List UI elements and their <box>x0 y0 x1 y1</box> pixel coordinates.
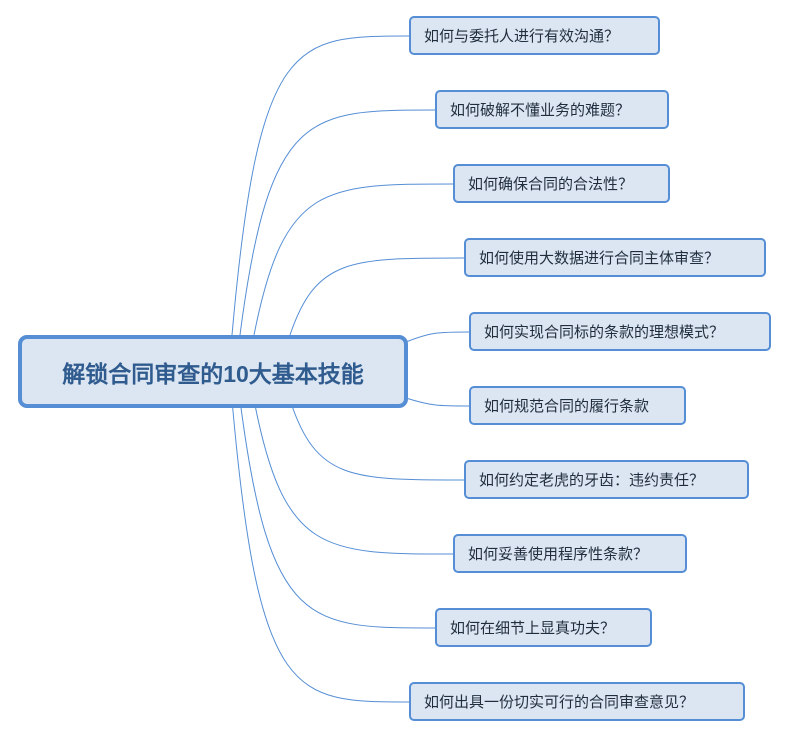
branch-topic-5[interactable]: 如何实现合同标的条款的理想模式？ <box>469 312 771 351</box>
branch-topic-1[interactable]: 如何与委托人进行有效沟通？ <box>409 16 660 55</box>
connector-line-6 <box>405 397 470 407</box>
connector-line-5 <box>405 331 470 343</box>
connector-line-8 <box>253 399 454 555</box>
connector-line-1 <box>231 35 410 336</box>
connector-line-4 <box>289 257 465 336</box>
connector-line-2 <box>239 109 436 336</box>
connector-line-3 <box>253 183 454 336</box>
connector-line-10 <box>231 399 410 703</box>
connector-line-9 <box>239 399 436 629</box>
branch-topic-9[interactable]: 如何在细节上显真功夫？ <box>435 608 652 647</box>
connector-line-7 <box>289 399 465 481</box>
branch-topic-2[interactable]: 如何破解不懂业务的难题？ <box>435 90 669 129</box>
branch-topic-4[interactable]: 如何使用大数据进行合同主体审查？ <box>464 238 766 277</box>
central-topic[interactable]: 解锁合同审查的10大基本技能 <box>18 335 408 408</box>
branch-topic-6[interactable]: 如何规范合同的履行条款 <box>469 386 686 425</box>
branch-topic-7[interactable]: 如何约定老虎的牙齿：违约责任？ <box>464 460 749 499</box>
branch-topic-8[interactable]: 如何妥善使用程序性条款？ <box>453 534 687 573</box>
central-topic-label: 解锁合同审查的10大基本技能 <box>62 360 364 387</box>
branch-topic-3[interactable]: 如何确保合同的合法性？ <box>453 164 670 203</box>
branch-topic-10[interactable]: 如何出具一份切实可行的合同审查意见？ <box>409 682 745 721</box>
